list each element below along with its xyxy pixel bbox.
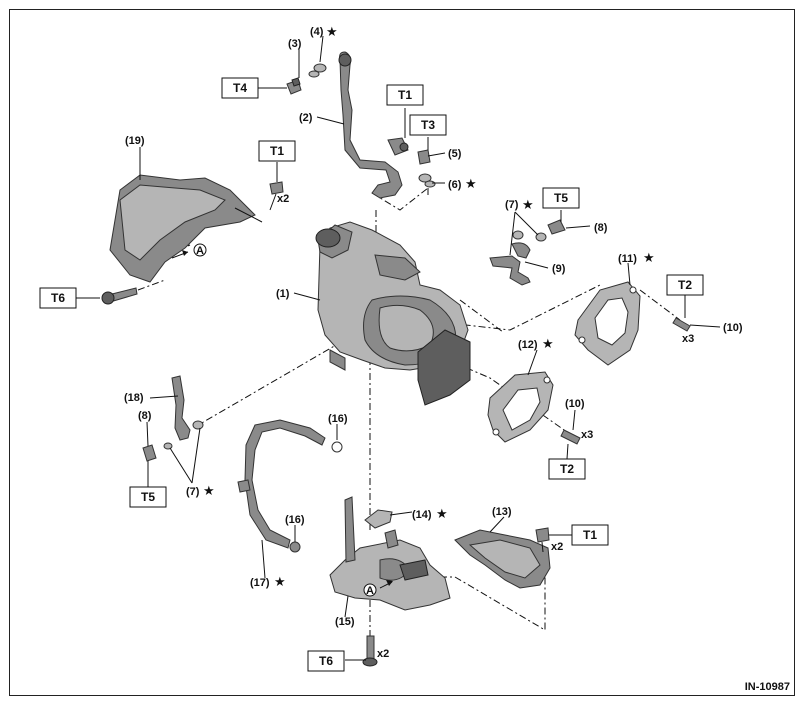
callout-3: (3) [288, 38, 302, 50]
bolt-t6-left [101, 287, 138, 305]
torque-box-t2-right: T2 [666, 274, 704, 296]
quantity-bolt-t1-lower: x2 [551, 541, 563, 553]
gasket-6 [418, 173, 436, 188]
heat-shield-upper [109, 174, 263, 283]
torque-box-t5-left: T5 [129, 486, 167, 508]
star-mark-11: ★ [643, 250, 655, 265]
leader-lines [70, 35, 721, 661]
quantity-bolt-t1-shield: x2 [277, 193, 289, 205]
oil-feed-pipe [338, 51, 403, 199]
callout-13: (13) [492, 506, 512, 518]
callout-2: (2) [299, 112, 313, 124]
torque-label: T2 [678, 278, 692, 292]
bolt-t5-right [547, 219, 566, 235]
clamp-16-upper [331, 441, 343, 453]
union-bolt-upper [387, 137, 409, 156]
reference-mark-a-upper: A [171, 243, 207, 259]
callout-8-right: (8) [594, 222, 608, 234]
reference-mark-a-text: A [366, 585, 374, 597]
torque-label: T6 [51, 291, 65, 305]
stud-t2-lower [560, 429, 581, 445]
gaskets-7-left [163, 442, 173, 450]
bolt-t4 [286, 77, 302, 95]
callout-11: (11) [618, 253, 637, 265]
reference-mark-a-lower: A [363, 580, 393, 597]
callout-14: (14) [412, 509, 432, 521]
bolt-t5-left [142, 444, 157, 462]
callout-5: (5) [448, 148, 462, 160]
bolt-t1-lower [535, 527, 550, 553]
torque-box-t3: T3 [409, 114, 447, 136]
callout-10-right: (10) [723, 322, 743, 334]
gasket-4 [308, 63, 327, 78]
star-mark-4: ★ [326, 24, 338, 39]
callout-9: (9) [552, 263, 566, 275]
quantity-bolt-t6-lower: x2 [377, 648, 389, 660]
callout-19: (19) [125, 135, 145, 147]
quantity-stud-t2-lower: x3 [581, 429, 593, 441]
torque-label: T6 [319, 654, 333, 668]
torque-box-t1-top: T1 [386, 84, 424, 106]
bolt-t6-lower [362, 635, 378, 667]
torque-label: T5 [141, 490, 155, 504]
callout-16-upper: (16) [328, 413, 348, 425]
document-code: IN-10987 [744, 681, 790, 693]
callout-12: (12) [518, 339, 538, 351]
star-mark-14: ★ [436, 506, 448, 521]
torque-box-t6-left: T6 [39, 287, 77, 309]
callout-1: (1) [276, 288, 290, 300]
gasket-14 [364, 509, 393, 529]
torque-label: T1 [270, 144, 284, 158]
torque-label: T4 [233, 81, 247, 95]
torque-box-t5-right: T5 [542, 187, 580, 209]
torque-box-t6-lower: T6 [307, 650, 345, 672]
star-mark-17: ★ [274, 574, 286, 589]
water-pipe-17 [237, 419, 326, 549]
star-mark-6: ★ [465, 176, 477, 191]
callout-15: (15) [335, 616, 355, 628]
water-pipe-18 [171, 375, 204, 441]
torque-label: T1 [398, 88, 412, 102]
gasket-12 [487, 371, 554, 443]
star-mark-7-right: ★ [522, 197, 534, 212]
star-mark-7-left: ★ [203, 483, 215, 498]
torque-box-t1-shield: T1 [258, 140, 296, 162]
torque-label: T5 [554, 191, 568, 205]
bolt-t1-x2 [269, 181, 284, 211]
turbocharger [315, 221, 471, 406]
torque-box-t4: T4 [221, 77, 259, 99]
oil-return-pipe [489, 230, 547, 286]
callout-4: (4) [310, 26, 324, 38]
callout-17: (17) [250, 577, 270, 589]
clamp-16-lower [289, 541, 301, 553]
callout-10-lower: (10) [565, 398, 585, 410]
bolt-t3 [417, 149, 431, 165]
star-mark-12: ★ [542, 336, 554, 351]
heat-shield-lower [454, 529, 551, 589]
torque-box-t2-lower: T2 [548, 458, 586, 480]
exhaust-housing [329, 496, 451, 611]
callout-8-left: (8) [138, 410, 152, 422]
quantity-stud-t2-right: x3 [682, 333, 694, 345]
reference-mark-a-text: A [196, 245, 204, 257]
diagram-frame [9, 9, 795, 696]
torque-label: T1 [583, 528, 597, 542]
callout-16-lower: (16) [285, 514, 305, 526]
callout-6: (6) [448, 179, 462, 191]
torque-label: T2 [560, 462, 574, 476]
callout-7-left: (7) [186, 486, 200, 498]
callout-7-right: (7) [505, 199, 519, 211]
torque-label: T3 [421, 118, 435, 132]
torque-box-t1-lower: T1 [571, 524, 609, 546]
callout-18: (18) [124, 392, 144, 404]
gasket-11 [574, 281, 641, 366]
stud-t2-right [672, 317, 691, 332]
